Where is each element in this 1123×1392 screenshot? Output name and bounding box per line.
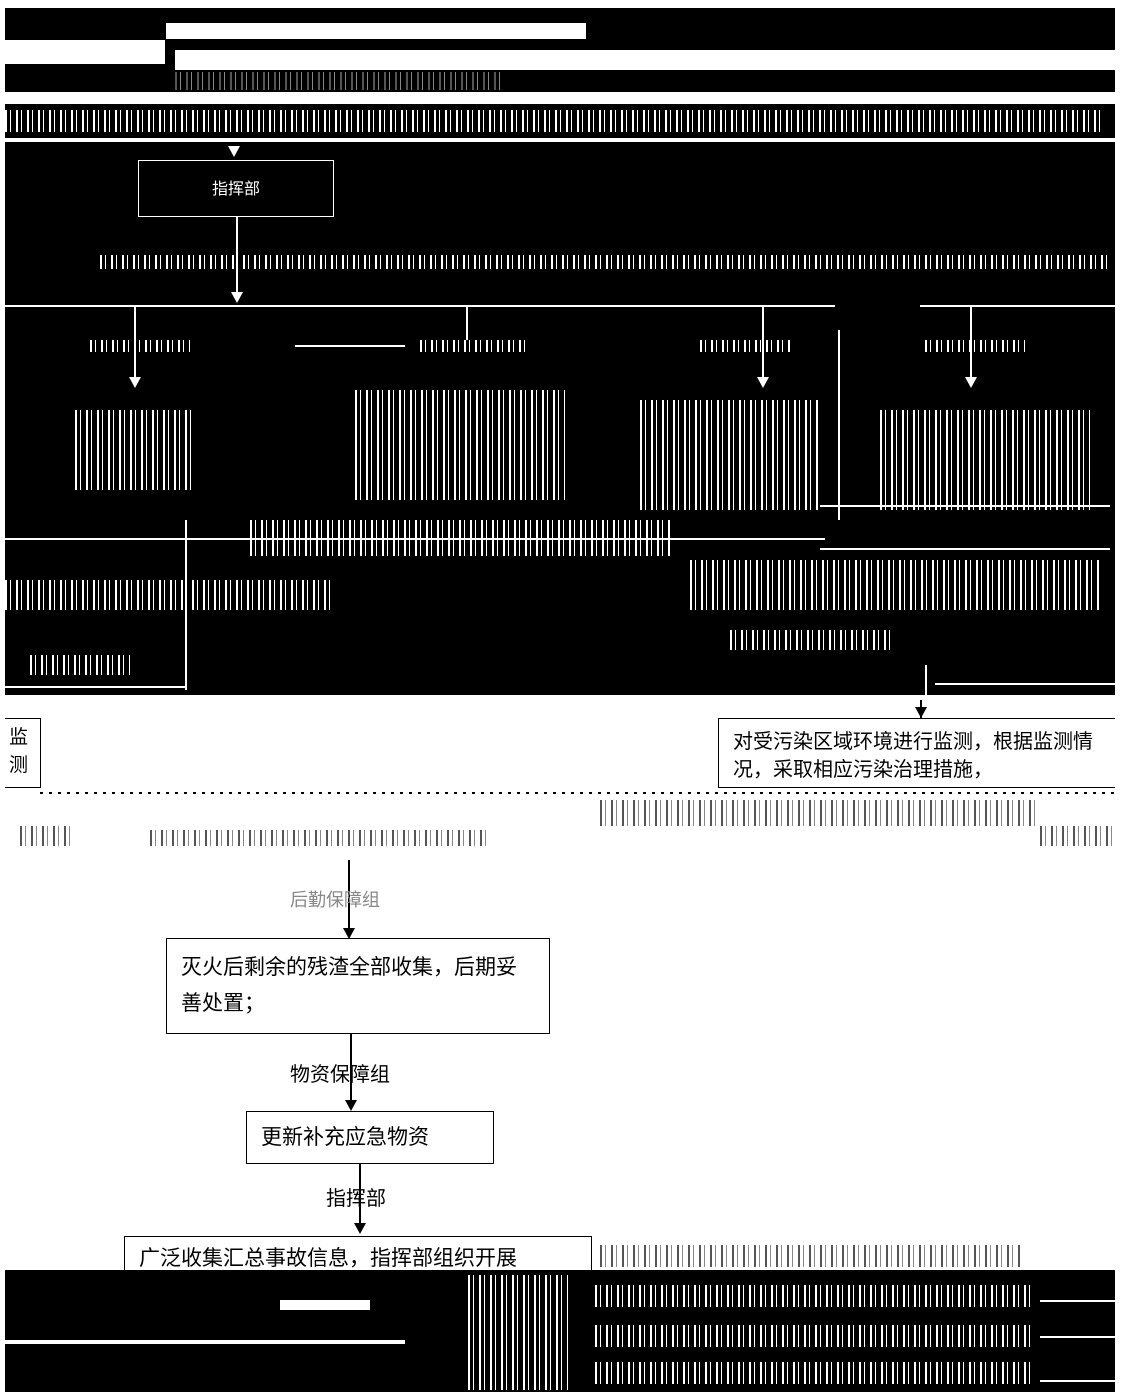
arrow-down-icon <box>354 1223 366 1234</box>
cleanup-edge-label: 后勤保障组 <box>290 890 380 911</box>
connector-line <box>350 1034 352 1104</box>
garble-row <box>20 826 70 846</box>
dotted-divider <box>40 792 1115 794</box>
garble-row <box>595 1362 1035 1384</box>
garble-row <box>730 630 890 650</box>
arrow-down-icon <box>345 1100 357 1111</box>
arrow-down-icon <box>757 377 769 388</box>
bottom-strip <box>1040 1336 1115 1338</box>
garble-row <box>600 800 1040 826</box>
monitoring-side-box: 监 测 <box>5 718 41 788</box>
top-strip <box>5 92 1115 104</box>
bottom-strip <box>280 1300 370 1310</box>
top-title-frame <box>165 22 587 40</box>
command-box: 指挥部 <box>138 160 334 217</box>
supply-box: 更新补充应急物资 <box>246 1111 494 1164</box>
monitoring-box: 对受污染区域环境进行监测，根据监测情况，采取相应污染治理措施， <box>718 718 1115 788</box>
branch-line <box>920 305 1115 307</box>
garble-row <box>5 580 335 610</box>
arrow-down-icon <box>915 707 927 718</box>
top-strip <box>175 50 1115 70</box>
garble-row <box>1040 826 1115 846</box>
command-box-label: 指挥部 <box>211 179 260 198</box>
garble-row <box>175 72 505 90</box>
garble-row <box>700 340 790 352</box>
box-edge <box>185 520 187 690</box>
garble-row <box>600 1245 1020 1267</box>
bottom-strip <box>1040 1300 1115 1302</box>
garble-block <box>75 410 195 490</box>
garble-block <box>640 400 820 510</box>
bottom-strip <box>1040 1380 1115 1382</box>
branch-vertical <box>838 330 840 520</box>
garble-row <box>90 340 190 352</box>
bottom-strip <box>5 1340 405 1344</box>
branch-line <box>5 305 835 307</box>
final-box-text: 广泛收集汇总事故信息，指挥部组织开展 <box>139 1246 517 1270</box>
connector-line <box>348 860 350 932</box>
box-edge <box>5 686 187 688</box>
branch-vertical <box>466 307 468 340</box>
garble-row <box>420 340 530 352</box>
garble-row <box>925 340 1025 352</box>
divider <box>820 548 1110 550</box>
garble-row <box>100 255 1110 269</box>
garble-row <box>150 830 490 846</box>
horizontal-arrow-line <box>295 345 405 347</box>
connector-line <box>925 665 927 705</box>
arrow-down-icon <box>129 377 141 388</box>
top-strip <box>5 40 165 64</box>
supply-edge-label: 物资保障组 <box>290 1062 390 1086</box>
arrow-down-icon <box>228 146 240 157</box>
arrow-down-icon <box>343 928 355 939</box>
monitoring-box-text: 对受污染区域环境进行监测，根据监测情况，采取相应污染治理措施， <box>733 729 1093 781</box>
garble-row <box>690 560 1100 610</box>
connector-line <box>935 683 1115 685</box>
supply-box-text: 更新补充应急物资 <box>261 1125 429 1149</box>
monitoring-side-label: 监 测 <box>9 726 29 776</box>
garble-row <box>250 520 670 556</box>
top-strip <box>5 138 1115 142</box>
cleanup-box-text: 灭火后剩余的残渣全部收集，后期妥善处置； <box>181 955 517 1015</box>
arrow-down-icon <box>965 377 977 388</box>
final-edge-label: 指挥部 <box>326 1186 386 1210</box>
divider <box>820 505 1110 507</box>
garble-row <box>595 1285 1035 1307</box>
connector-line <box>359 1164 361 1228</box>
garble-row <box>30 655 130 675</box>
garble-block <box>355 390 565 500</box>
garble-row <box>595 1325 1035 1347</box>
garble-row <box>5 110 1105 132</box>
cleanup-box: 灭火后剩余的残渣全部收集，后期妥善处置； <box>166 938 550 1034</box>
garble-block <box>468 1275 568 1390</box>
garble-block <box>880 410 1090 510</box>
arrow-down-icon <box>231 292 243 303</box>
